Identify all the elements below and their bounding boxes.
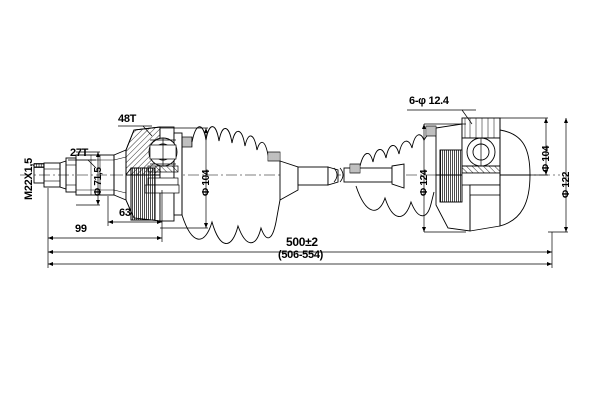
label-flange-holes: 6-φ 12.4 <box>409 95 449 107</box>
dim-dia-104-right <box>500 117 548 176</box>
label-dia-104-right: Φ 104 <box>541 145 552 172</box>
housing-outer-cap <box>469 118 531 232</box>
label-thread-spec: M22X1,5 <box>23 158 35 200</box>
dim-leader-flange-holes <box>407 109 476 125</box>
abs-tone-ring-48t <box>125 167 156 221</box>
dim-overall-length <box>47 232 553 256</box>
dim-overall-range <box>47 256 553 268</box>
dim-99 <box>47 188 163 242</box>
label-overall-length: 500±2 <box>286 235 318 249</box>
label-dia-104-left: Φ 104 <box>201 169 212 196</box>
label-overall-range: (506-554) <box>278 249 323 261</box>
drawing-geometry <box>20 109 568 268</box>
dim-leader-27t <box>68 159 97 169</box>
intermediate-shaft-left <box>279 160 339 201</box>
tripod-housing <box>435 123 471 232</box>
dim-63 <box>107 190 163 226</box>
threaded-stub-m22 <box>33 157 77 193</box>
dim-dia-124 <box>422 123 466 233</box>
label-dim-63: 63 <box>119 207 131 219</box>
dim-dia-122 <box>548 118 568 233</box>
dim-dia-104-left <box>160 127 208 229</box>
label-dia-122: Φ 122 <box>561 171 572 198</box>
dim-leader-48t <box>118 125 153 137</box>
cv-boot-left <box>181 126 281 244</box>
label-abs-ring-48t: 48T <box>118 113 137 125</box>
label-inner-spline-27t: 27T <box>70 147 89 159</box>
label-dim-99: 99 <box>75 223 87 235</box>
label-dia-124: Φ 124 <box>419 169 430 196</box>
label-dia-71-5: Φ 71,5 <box>93 167 104 196</box>
dim-dia-71-5 <box>76 151 100 206</box>
shaft-break-symbol <box>333 167 344 183</box>
flange-bearing-block <box>461 117 505 196</box>
